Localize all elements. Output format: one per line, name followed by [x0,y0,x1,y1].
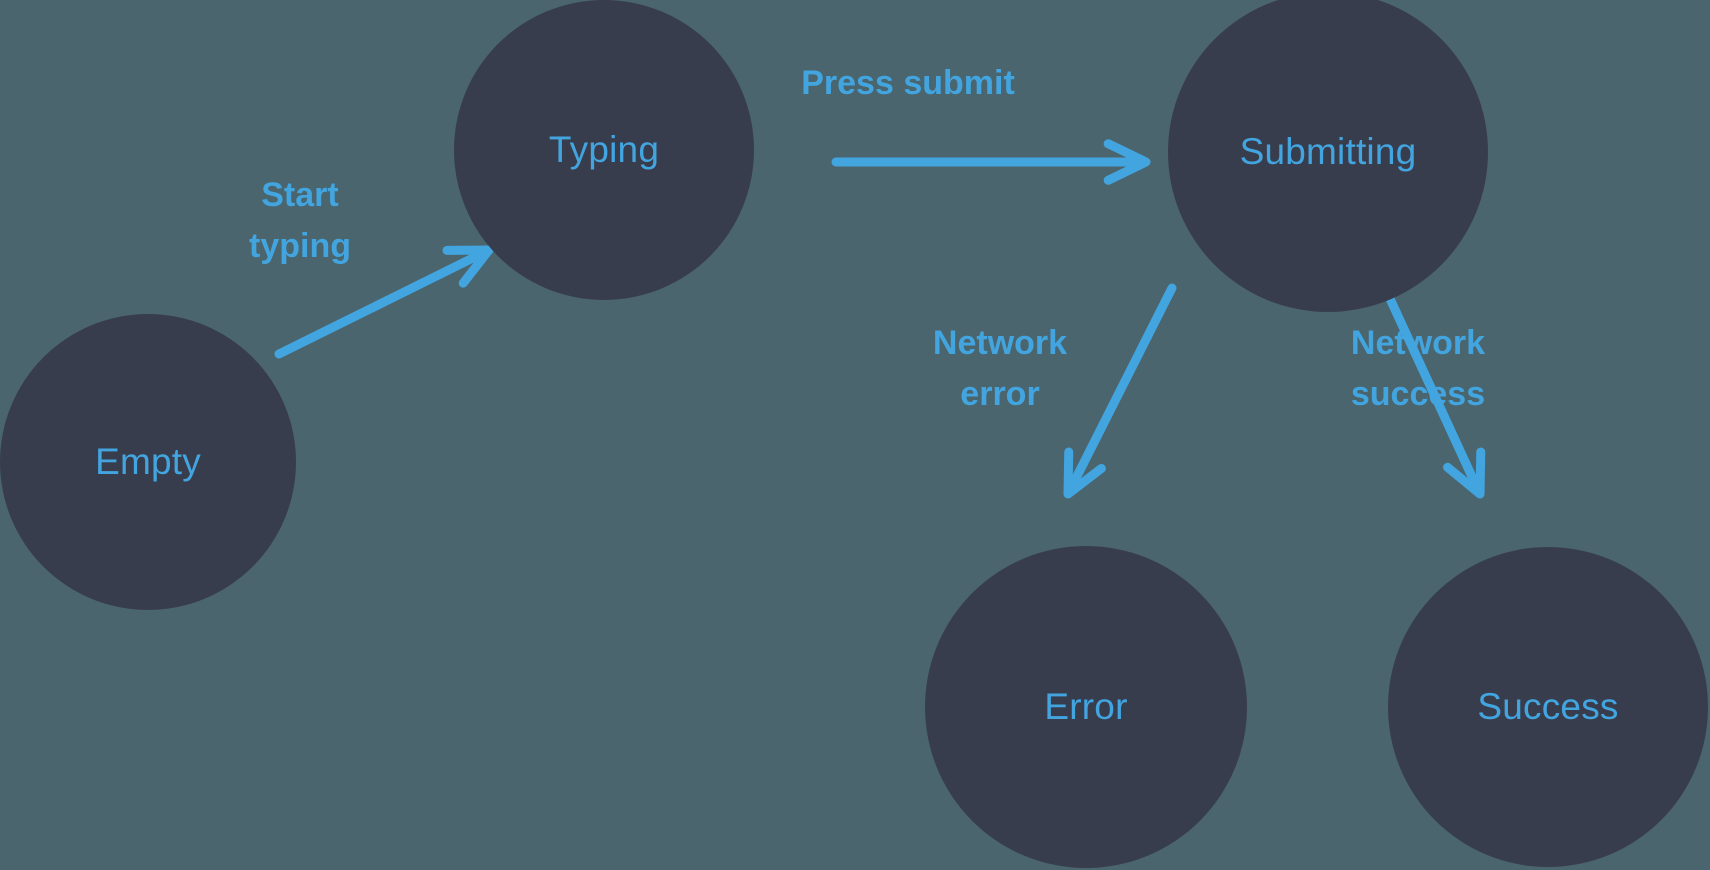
edge-arrowhead-submitting-to-error [1063,447,1106,499]
edge-label-empty-to-typing: Start typing [249,176,351,265]
edge-label-submitting-to-success: Network success [1350,324,1486,413]
edge-arrowhead-empty-to-typing [442,245,494,288]
state-node-error[interactable]: Error [925,546,1247,868]
edge-arrowhead-submitting-to-success [1443,447,1486,499]
state-node-empty[interactable]: Empty [0,314,296,610]
edge-arrowhead-typing-to-submitting [1103,139,1151,185]
state-node-success[interactable]: Success [1388,547,1708,867]
state-node-submitting[interactable]: Submitting [1168,0,1488,312]
state-node-label-error: Error [1044,685,1128,727]
edge-line-submitting-to-success [1381,285,1483,495]
state-node-label-typing: Typing [548,128,660,170]
state-node-label-empty: Empty [95,440,201,482]
edge-label-typing-to-submitting: Press submit [801,64,1015,102]
state-node-label-submitting: Submitting [1239,130,1417,172]
edge-line-empty-to-typing [274,247,490,359]
state-node-typing[interactable]: Typing [454,0,754,300]
edge-line-submitting-to-error [1065,283,1177,495]
edge-label-submitting-to-error: Network error [932,324,1068,413]
state-node-label-success: Success [1477,685,1619,727]
